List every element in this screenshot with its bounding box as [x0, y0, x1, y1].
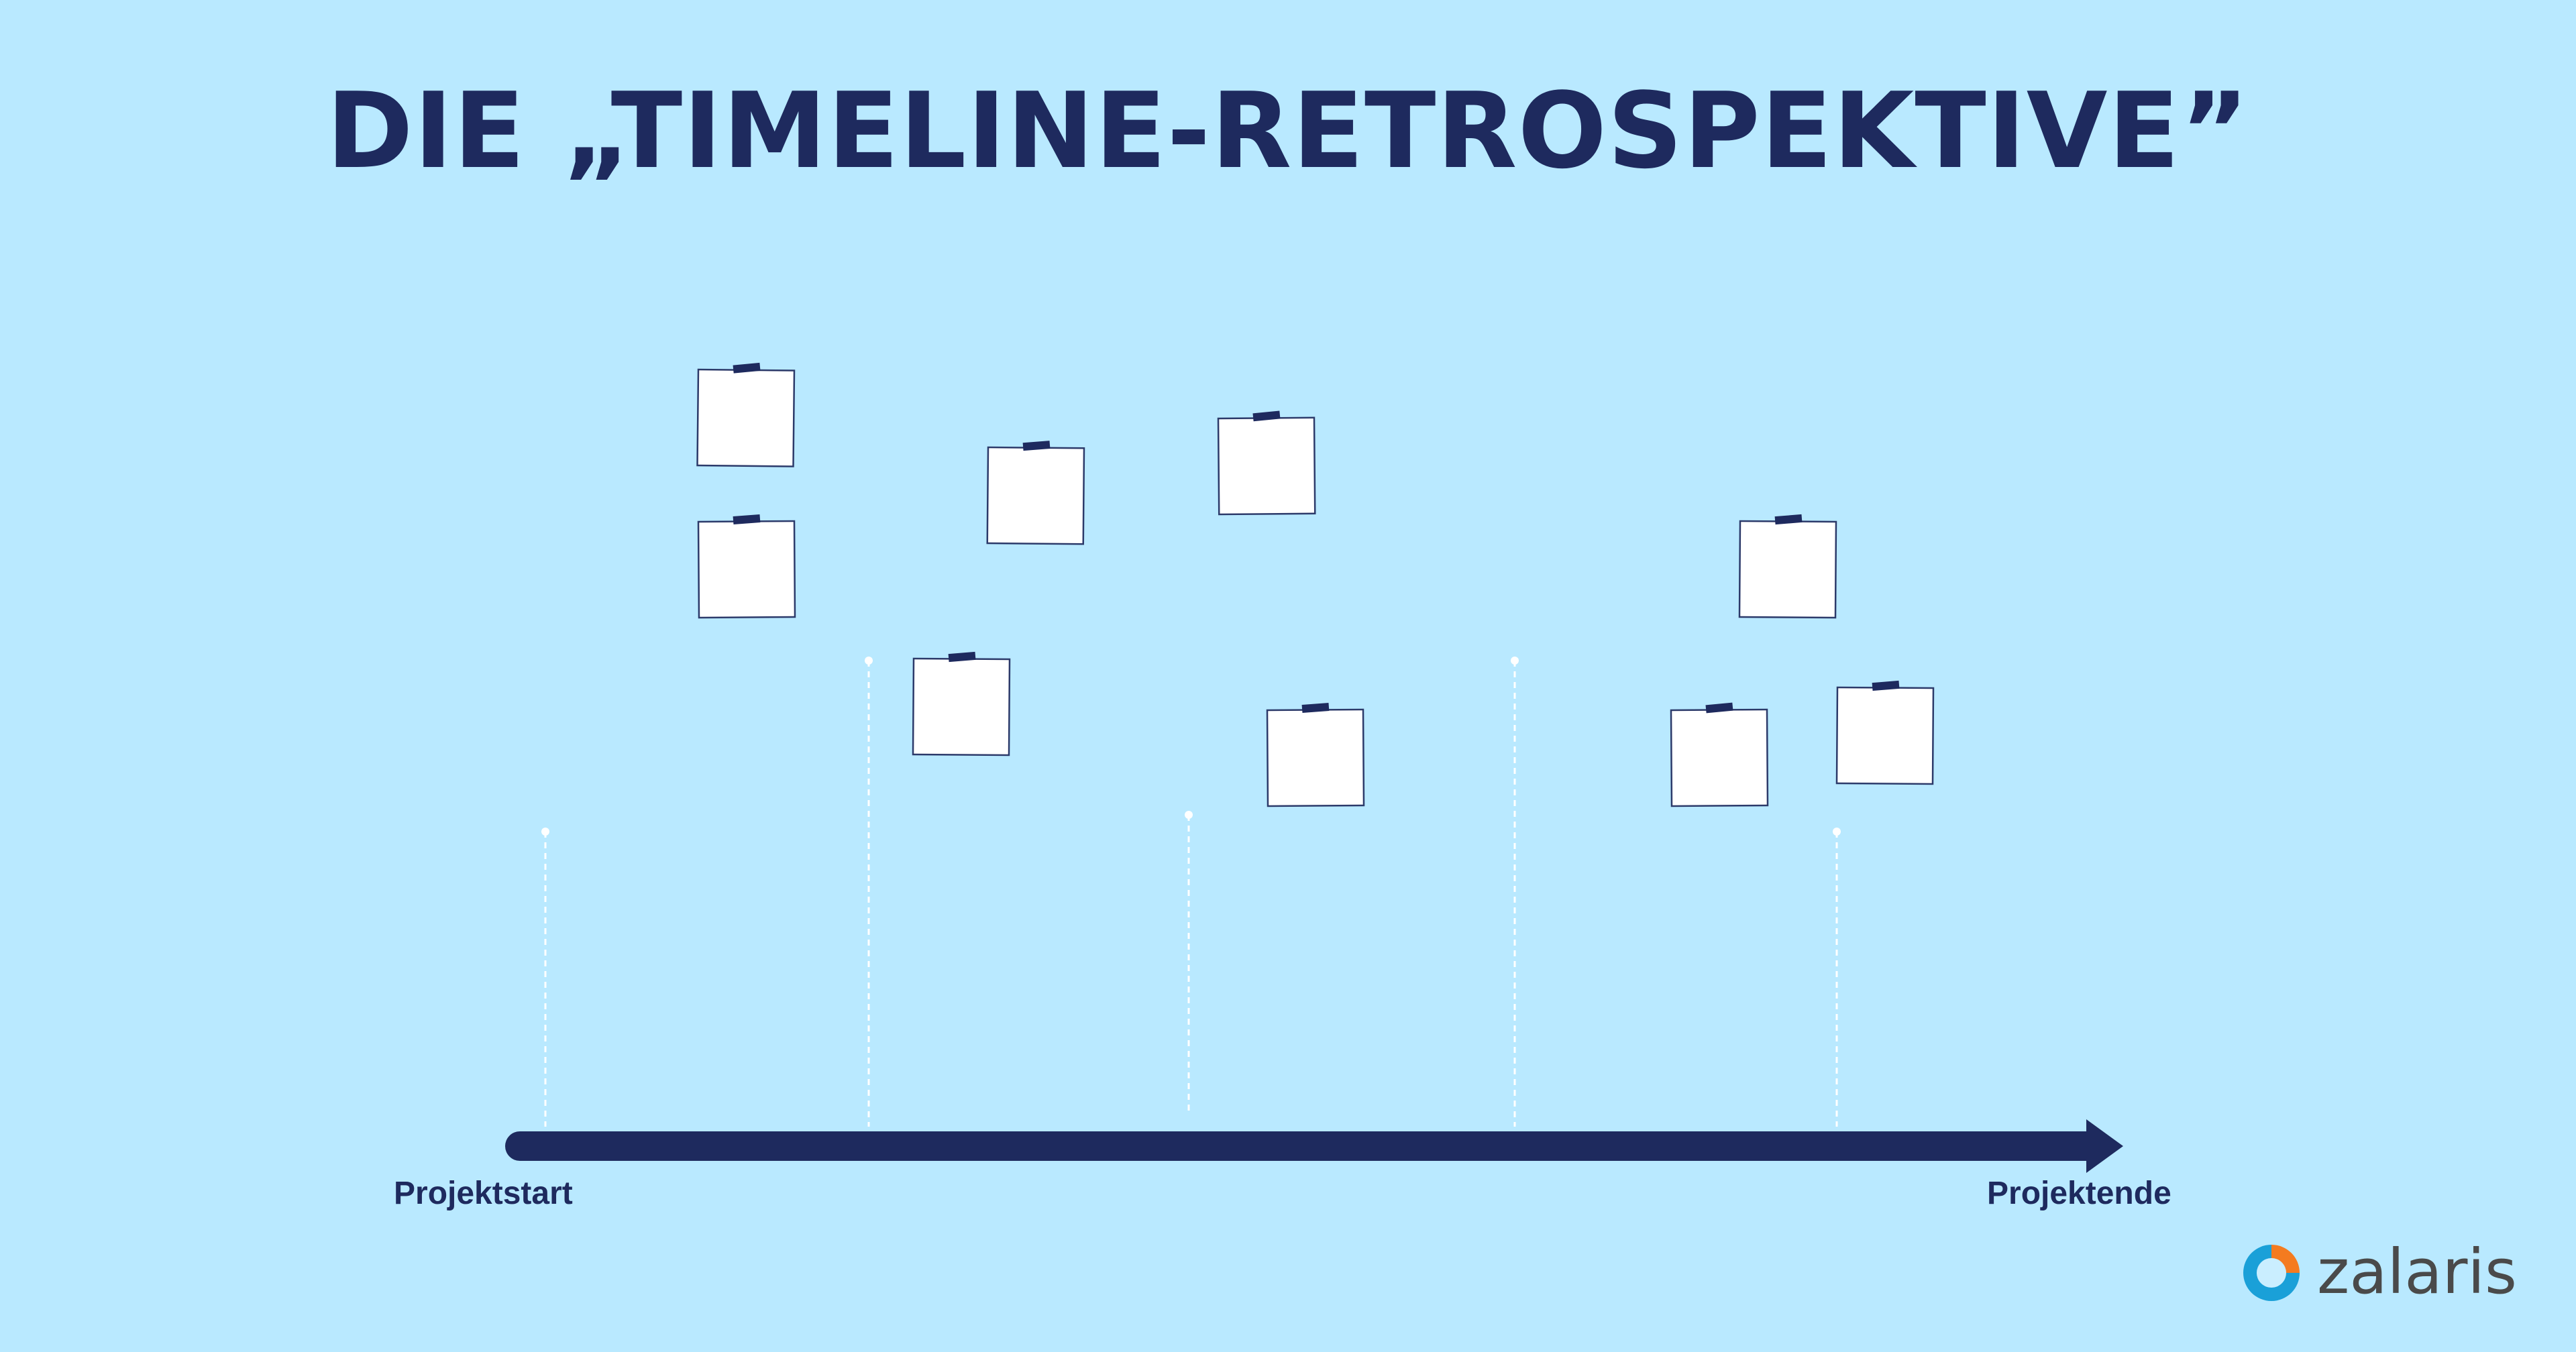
- milestone-dot-5: [1833, 828, 1841, 836]
- sticky-note: [1738, 514, 1837, 619]
- milestone-dot-1: [541, 828, 549, 836]
- zalaris-logo: zalaris: [2239, 1236, 2534, 1308]
- milestone-dot-4: [1511, 657, 1519, 665]
- timeline-end-label: Projektende: [1987, 1176, 2171, 1211]
- zalaris-logo-icon: [2243, 1245, 2300, 1301]
- sticky-note: [986, 441, 1085, 545]
- tape: [1705, 702, 1733, 714]
- tape: [1774, 514, 1803, 525]
- milestone-dot-3: [1185, 811, 1193, 819]
- sticky-note: [697, 514, 796, 619]
- tape: [1252, 410, 1281, 422]
- sticky-note: [1266, 702, 1365, 807]
- sticky-note: [1670, 702, 1769, 807]
- timeline-start-label: Projektstart: [394, 1176, 573, 1211]
- tape: [733, 362, 761, 374]
- page-title: DIE „TIMELINE-RETROSPEKTIVE”: [326, 70, 2250, 192]
- tape: [1872, 680, 1900, 691]
- milestone-dot-2: [865, 657, 873, 665]
- timeline-arrow-head: [2086, 1119, 2123, 1173]
- tape: [733, 514, 761, 525]
- tape: [1301, 702, 1330, 714]
- sticky-note: [696, 362, 796, 467]
- tape: [948, 651, 976, 663]
- sticky-notes: [696, 362, 1935, 807]
- sticky-note: [1217, 410, 1316, 516]
- zalaris-logo-text: zalaris: [2317, 1236, 2517, 1308]
- milestone-guides: [541, 657, 1841, 1127]
- timeline-arrow: [505, 1119, 2123, 1173]
- sticky-note: [1835, 680, 1935, 785]
- sticky-note: [912, 651, 1011, 756]
- tape: [1022, 441, 1051, 451]
